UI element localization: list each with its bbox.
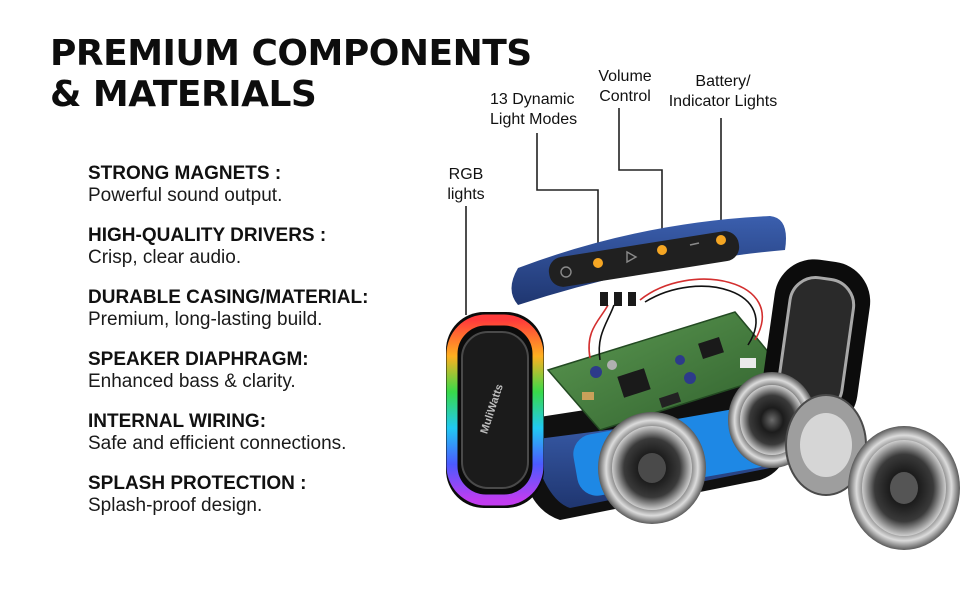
rgb-end-cap: MuliWatts [446,312,544,508]
feature-title: INTERNAL WIRING: [88,411,267,432]
feature-title: DURABLE CASING/MATERIAL: [88,287,369,308]
feature-description: Safe and efficient connections. [88,433,347,454]
feature-item-wiring: INTERNAL WIRING: Safe and efficient conn… [88,411,418,473]
play-button-icon [626,250,638,264]
feature-title: SPLASH PROTECTION : [88,473,307,494]
title-line-2: & MATERIALS [50,74,317,115]
feature-title: HIGH-QUALITY DRIVERS : [88,225,327,246]
callout-volume-control: Volume Control [598,68,652,105]
leader-line-volume [618,108,663,248]
internal-wiring [588,278,763,361]
feature-description: Enhanced bass & clarity. [88,371,296,392]
power-button-icon [560,266,572,278]
light-mode-button-icon [593,258,603,268]
speaker-base [519,380,790,520]
feature-description: Splash-proof design. [88,495,263,516]
exploded-driver [785,394,960,550]
feature-description: Powerful sound output. [88,185,283,206]
center-driver [598,412,706,524]
leader-lines [465,108,722,315]
callout-light-modes: 13 Dynamic Light Modes [490,91,578,128]
feature-description: Premium, long-lasting build. [88,309,323,330]
feature-title: STRONG MAGNETS : [88,163,282,184]
brand-logo: MuliWatts [478,383,505,436]
feature-item-drivers: HIGH-QUALITY DRIVERS : Crisp, clear audi… [88,225,418,287]
feature-item-casing: DURABLE CASING/MATERIAL: Premium, long-l… [88,287,418,349]
circuit-board [546,311,787,431]
battery-pack [573,406,775,496]
minus-button-icon [689,242,700,246]
feature-item-diaphragm: SPEAKER DIAPHRAGM: Enhanced bass & clari… [88,349,418,411]
leader-line-modes [536,133,599,258]
callout-rgb-lights: RGB lights [447,166,485,203]
rear-driver [728,372,816,468]
feature-list: STRONG MAGNETS : Powerful sound output. … [88,163,418,535]
volume-button-icon [657,245,667,255]
feature-item-splash: SPLASH PROTECTION : Splash-proof design. [88,473,418,535]
feature-item-magnets: STRONG MAGNETS : Powerful sound output. [88,163,418,225]
callout-battery-indicator: Battery/ Indicator Lights [668,73,778,110]
passive-radiator-cap [761,259,871,431]
feature-title: SPEAKER DIAPHRAGM: [88,349,309,370]
control-panel [511,216,786,306]
page-title: PREMIUM COMPONENTS & MATERIALS [50,33,532,115]
title-line-1: PREMIUM COMPONENTS [50,33,532,74]
feature-description: Crisp, clear audio. [88,247,242,268]
battery-indicator-icon [716,235,726,245]
